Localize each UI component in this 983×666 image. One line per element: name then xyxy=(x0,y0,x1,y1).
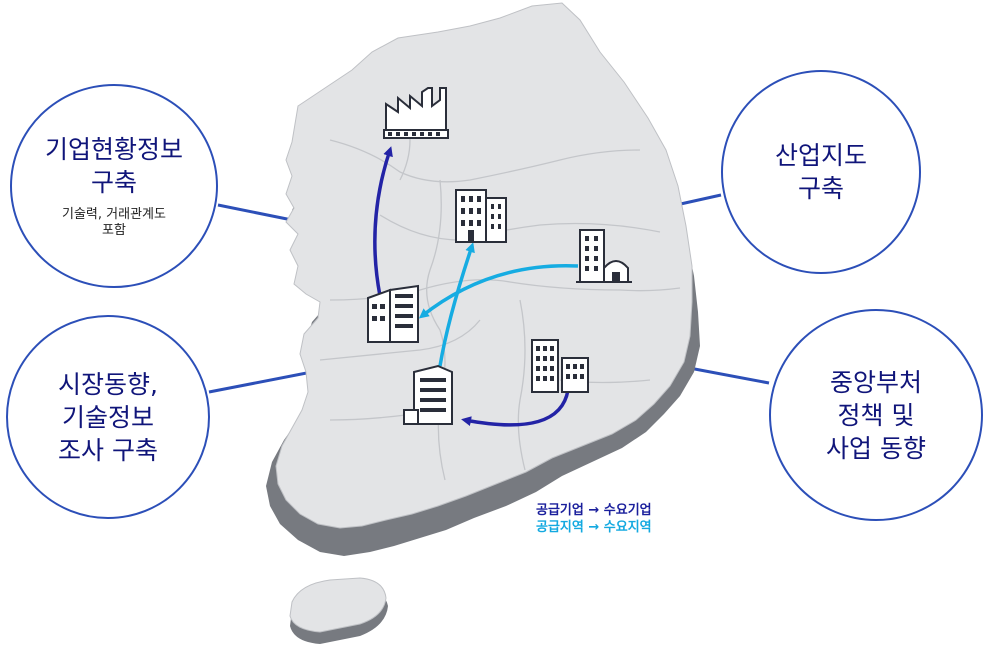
region-arrow-to-center xyxy=(438,242,475,367)
connector-line-ministry-policy xyxy=(683,365,770,385)
legend-company-flow: 공급기업 → 수요기업 xyxy=(536,503,652,518)
ministry-policy-title: 중앙부처 정책 및 사업 동향 xyxy=(826,367,926,463)
factory-icon xyxy=(383,87,449,139)
jeju-top xyxy=(289,577,387,633)
company-arrow-to-southwest xyxy=(461,389,570,427)
circle-company-info: 기업현황정보 구축 기술력, 거래관계도 포함 xyxy=(10,84,218,288)
company-info-title: 기업현황정보 구축 xyxy=(44,135,183,197)
legend-region-flow: 공급지역 → 수요지역 xyxy=(536,520,652,535)
circle-ministry-policy: 중앙부처 정책 및 사업 동향 xyxy=(769,309,983,521)
connector-line-market-trends xyxy=(208,368,323,394)
region-arrow-to-west xyxy=(418,263,579,319)
office-building-icon xyxy=(367,284,419,343)
korea-map xyxy=(266,2,700,644)
map-top-face xyxy=(275,2,693,529)
arrow-legend: 공급기업 → 수요기업 공급지역 → 수요지역 xyxy=(536,502,652,536)
connector-line-industry-map xyxy=(675,193,722,207)
circle-market-trends: 시장동향, 기술정보 조사 구축 xyxy=(6,315,210,519)
industry-map-title: 산업지도 구축 xyxy=(774,141,867,203)
twin-towers-icon xyxy=(531,339,589,393)
office-block-icon xyxy=(403,364,453,425)
company-info-subtitle: 기술력, 거래관계도 포함 xyxy=(62,207,166,238)
building-dome-icon xyxy=(576,229,632,283)
market-trends-title: 시장동향, 기술정보 조사 구축 xyxy=(58,369,158,465)
office-tower-icon xyxy=(455,189,507,243)
circle-industry-map: 산업지도 구축 xyxy=(721,70,921,274)
company-arrow-to-factory xyxy=(373,146,393,297)
connector-line-company-info xyxy=(217,203,293,222)
